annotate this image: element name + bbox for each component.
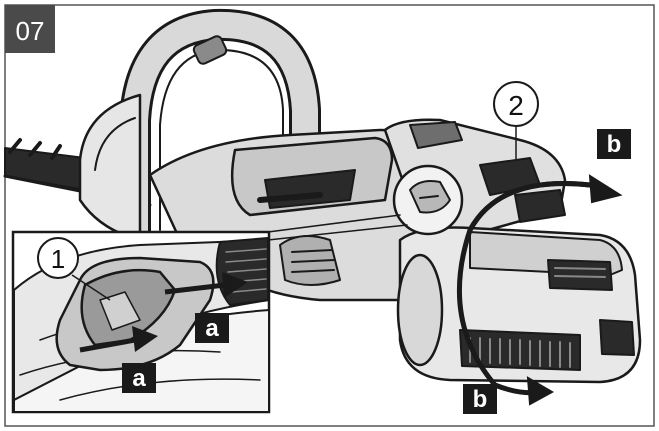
label-b-upper: b — [597, 129, 631, 159]
svg-text:b: b — [473, 386, 488, 413]
arrow-a-upper — [222, 272, 248, 298]
battery-pack — [396, 226, 642, 384]
step-number: 07 — [16, 16, 45, 46]
svg-text:b: b — [607, 131, 622, 158]
inset-panel: 1 a a — [11, 230, 271, 414]
svg-text:a: a — [205, 315, 219, 342]
push-arrows — [79, 272, 248, 353]
label-a-lower: a — [122, 363, 156, 393]
zoom-leader-line-upper — [267, 214, 401, 233]
label-b-lower: b — [463, 384, 497, 414]
callout-2: 2 — [493, 81, 539, 160]
svg-text:a: a — [132, 365, 146, 392]
zoom-leader-line-lower — [267, 224, 408, 241]
latch-zoom-circle — [392, 164, 464, 236]
rotation-arrow — [456, 174, 623, 406]
step-badge: 07 — [5, 5, 55, 53]
arrow-head-upper — [588, 174, 623, 204]
callout-1: 1 — [37, 237, 111, 301]
front-handle — [119, 8, 321, 256]
callout-2-label: 2 — [508, 90, 524, 121]
hedge-trimmer-drawing — [3, 8, 642, 384]
arrow-head-lower — [526, 376, 555, 406]
label-a-upper: a — [195, 313, 229, 343]
callout-1-label: 1 — [51, 244, 65, 274]
arrow-a-lower — [132, 326, 158, 352]
hand-guard — [78, 93, 142, 242]
